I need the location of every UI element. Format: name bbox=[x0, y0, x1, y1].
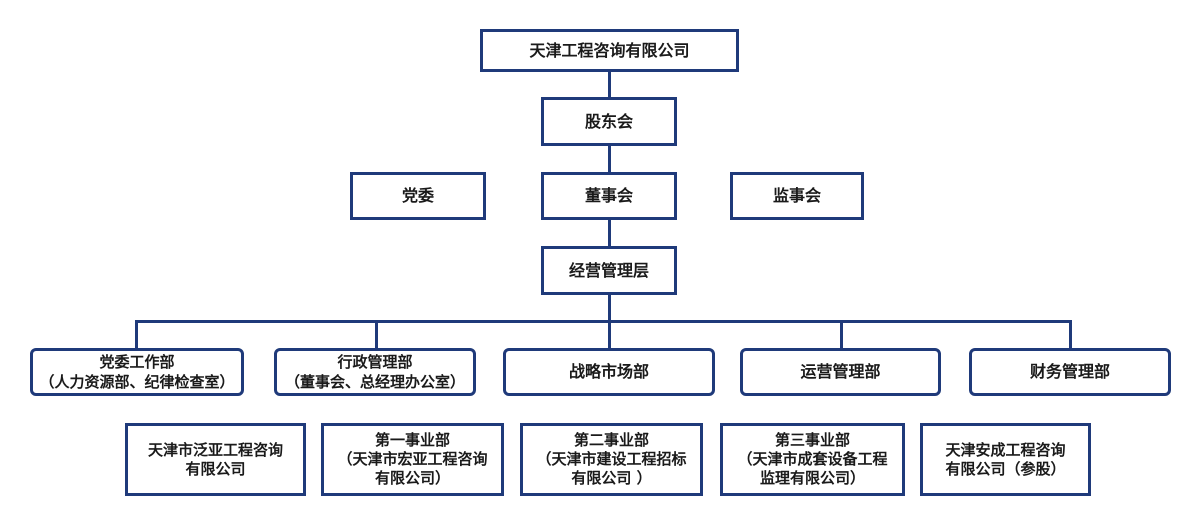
supervisory-board-label: 监事会 bbox=[772, 186, 821, 205]
connector-dept-1 bbox=[135, 320, 138, 350]
board-label: 董事会 bbox=[584, 186, 633, 205]
department-node-operations: 运营管理部 bbox=[740, 348, 941, 396]
subsidiary-label: 第三事业部 （天津市成套设备工程 监理有限公司） bbox=[737, 431, 888, 487]
connector-management-bus bbox=[608, 294, 611, 321]
department-node-finance: 财务管理部 bbox=[969, 348, 1171, 396]
subsidiary-node-division-2: 第二事业部 （天津市建设工程招标 有限公司 ） bbox=[520, 423, 703, 496]
supervisory-board-node: 监事会 bbox=[730, 172, 864, 220]
party-committee-label: 党委 bbox=[401, 186, 434, 205]
connector-company-shareholders bbox=[608, 70, 611, 97]
subsidiary-node-division-1: 第一事业部 （天津市宏亚工程咨询 有限公司） bbox=[321, 423, 504, 496]
connector-dept-4 bbox=[840, 320, 843, 350]
shareholders-label: 股东会 bbox=[584, 111, 633, 131]
party-committee-node: 党委 bbox=[350, 172, 486, 220]
company-node: 天津工程咨询有限公司 bbox=[480, 29, 739, 72]
management-label: 经营管理层 bbox=[568, 260, 649, 280]
department-node-party-work: 党委工作部 （人力资源部、纪律检查室） bbox=[30, 348, 244, 396]
department-label: 财务管理部 bbox=[1029, 362, 1110, 381]
management-node: 经营管理层 bbox=[541, 246, 677, 295]
connector-board-management bbox=[608, 218, 611, 247]
board-node: 董事会 bbox=[541, 172, 677, 220]
subsidiary-node-ancheng: 天津安成工程咨询 有限公司（参股） bbox=[920, 423, 1091, 496]
subsidiary-label: 第二事业部 （天津市建设工程招标 有限公司 ） bbox=[536, 431, 687, 487]
department-label: 行政管理部 bbox=[337, 353, 413, 371]
department-sublabel: （董事会、总经理办公室） bbox=[284, 373, 465, 391]
department-node-admin: 行政管理部 （董事会、总经理办公室） bbox=[274, 348, 476, 396]
department-node-strategy-market: 战略市场部 bbox=[503, 348, 715, 396]
connector-dept-3 bbox=[608, 320, 611, 350]
connector-dept-5 bbox=[1069, 320, 1072, 350]
subsidiary-label: 第一事业部 （天津市宏亚工程咨询 有限公司） bbox=[337, 431, 488, 487]
subsidiary-node-fanya: 天津市泛亚工程咨询 有限公司 bbox=[125, 423, 306, 496]
subsidiary-label: 天津市泛亚工程咨询 有限公司 bbox=[147, 440, 283, 478]
department-bus-line bbox=[135, 320, 1072, 323]
subsidiary-node-division-3: 第三事业部 （天津市成套设备工程 监理有限公司） bbox=[720, 423, 905, 496]
department-sublabel: （人力资源部、纪律检查室） bbox=[39, 373, 235, 391]
department-label: 战略市场部 bbox=[568, 362, 649, 381]
department-label: 党委工作部 bbox=[99, 353, 175, 371]
department-label: 运营管理部 bbox=[800, 362, 881, 381]
connector-shareholders-board bbox=[608, 144, 611, 173]
subsidiary-label: 天津安成工程咨询 有限公司（参股） bbox=[945, 440, 1066, 478]
shareholders-node: 股东会 bbox=[541, 97, 677, 146]
company-label: 天津工程咨询有限公司 bbox=[529, 40, 690, 60]
connector-dept-2 bbox=[375, 320, 378, 350]
